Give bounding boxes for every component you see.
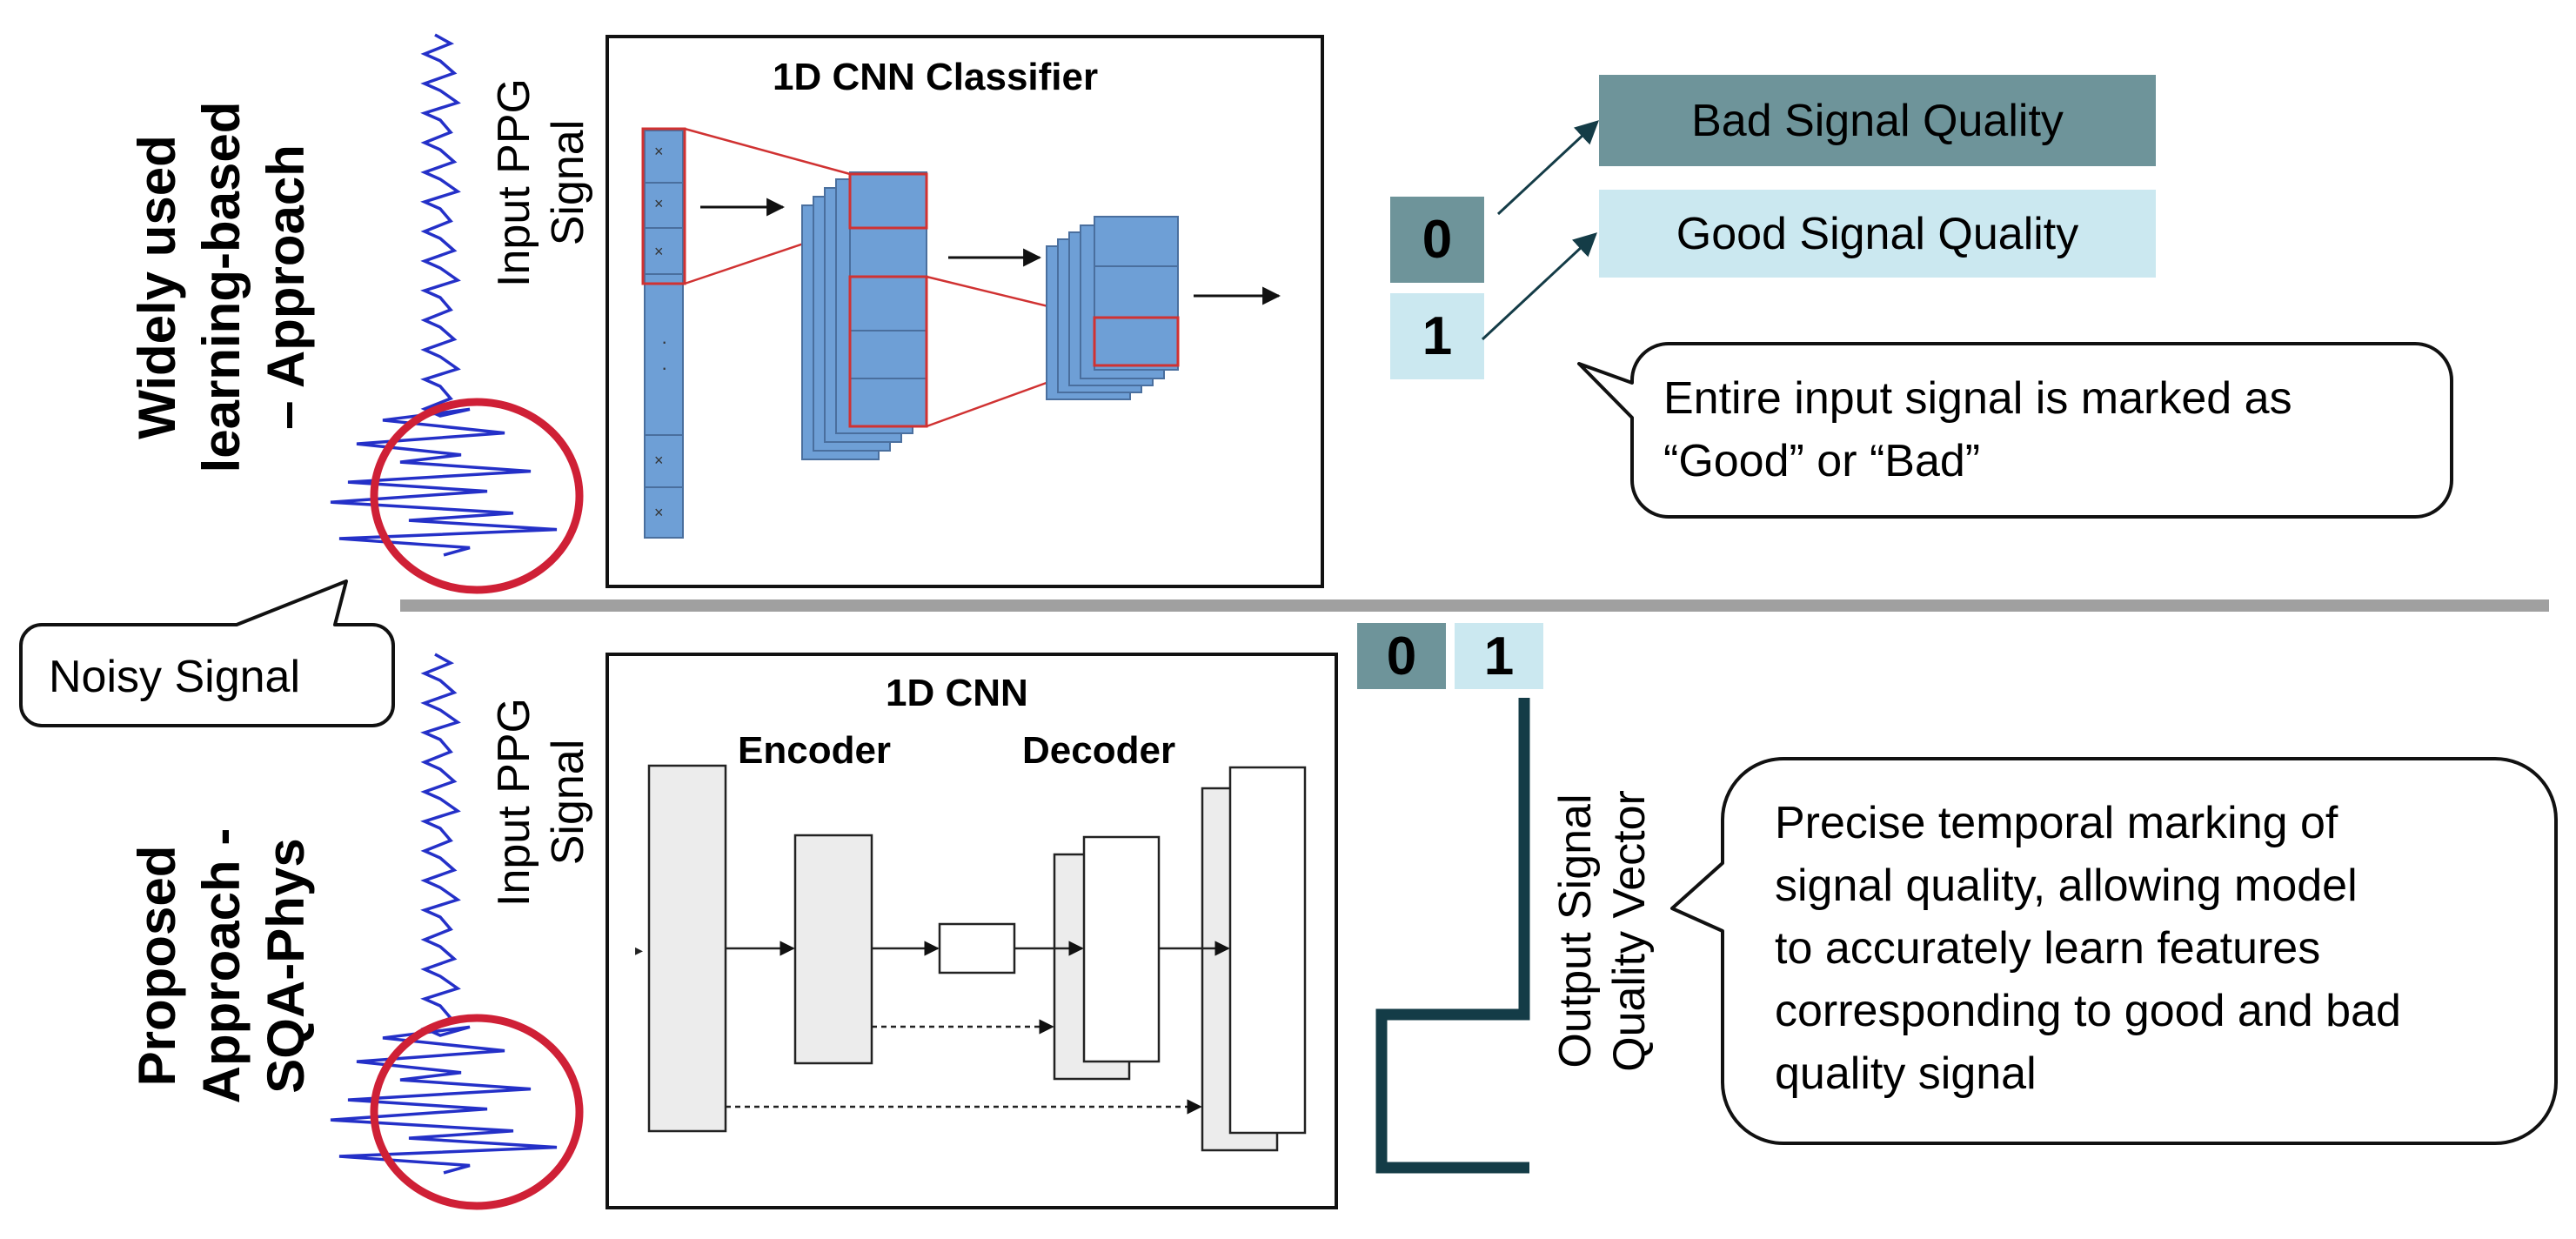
ppg-signal-bottom — [330, 653, 558, 1175]
svg-text:×: × — [654, 243, 664, 260]
map-arrow-bad — [1496, 120, 1599, 216]
noisy-signal-label: Noisy Signal — [49, 652, 301, 702]
bit-1-bottom-text: 1 — [1483, 626, 1515, 686]
good-quality-label: Good Signal Quality — [1676, 208, 2079, 259]
encoder-decoder-blocks: ▸ — [635, 764, 1307, 1152]
noisy-segment-highlight-bottom — [370, 1014, 584, 1210]
bottom-callout-bubble — [1670, 757, 2558, 1145]
svg-text:▸: ▸ — [635, 941, 643, 959]
top-callout-line-2: “Good” or “Bad” — [1663, 436, 1981, 486]
bit-0-bottom-text: 0 — [1386, 626, 1417, 686]
ppg-signal-top — [330, 33, 558, 557]
bottom-callout-line-2: signal quality, allowing model — [1775, 861, 2358, 911]
cnn-input-column: × × × × × · · — [644, 130, 684, 539]
svg-text:·: · — [661, 331, 667, 352]
bit-0-top-text: 0 — [1422, 210, 1453, 270]
decoder-label: Decoder — [1022, 729, 1176, 772]
encoder-decoder-title: 1D CNN — [886, 672, 1028, 714]
svg-text:×: × — [654, 504, 664, 521]
svg-text:×: × — [654, 452, 664, 469]
bad-quality-box — [1599, 75, 2156, 166]
bit-0-top — [1390, 197, 1484, 283]
top-signal-line-2: Signal — [543, 119, 593, 246]
bottom-callout-text: Precise temporal marking of signal quali… — [1775, 792, 2401, 1105]
top-approach-label: Widely used learning-based – Approach — [125, 70, 318, 505]
bit-1-bottom — [1455, 623, 1543, 689]
noisy-segment-highlight-top — [370, 398, 584, 594]
receptive-field-1 — [641, 127, 686, 285]
svg-text:·: · — [661, 357, 667, 378]
output-vector-line-1: Output Signal — [1550, 794, 1601, 1068]
bottom-signal-line-1: Input PPG — [489, 698, 539, 907]
output-vector-line-2: Quality Vector — [1604, 790, 1655, 1072]
good-quality-box — [1599, 190, 2156, 278]
encoder-label: Encoder — [738, 729, 892, 772]
bottom-approach-label: Proposed Approach - SQA-Phys — [125, 748, 318, 1183]
feature-map-stack-2 — [1046, 216, 1179, 400]
top-callout-bubble — [1577, 342, 2453, 519]
bottom-approach-line-1: Proposed — [128, 845, 186, 1087]
feature-map-stack-1 — [801, 171, 927, 460]
bit-0-bottom — [1357, 623, 1446, 689]
quality-vector-line — [1375, 698, 1530, 1174]
noisy-signal-bubble — [19, 579, 395, 727]
bottom-signal-line-2: Signal — [543, 739, 593, 866]
bottom-callout-line-3: to accurately learn features — [1775, 923, 2321, 974]
map-arrow-good — [1481, 232, 1597, 341]
top-approach-line-3: – Approach — [257, 144, 315, 430]
top-callout-line-1: Entire input signal is marked as — [1663, 373, 2292, 424]
bottom-approach-line-3: SQA-Phys — [257, 838, 315, 1094]
bad-quality-label: Bad Signal Quality — [1691, 95, 2064, 146]
cnn-classifier-title: 1D CNN Classifier — [773, 56, 1099, 98]
bit-1-top-text: 1 — [1422, 306, 1453, 366]
bottom-callout-line-4: corresponding to good and bad — [1775, 986, 2401, 1036]
output-vector-label: Output Signal Quality Vector — [1549, 740, 1656, 1122]
svg-text:×: × — [654, 195, 664, 212]
top-approach-line-1: Widely used — [128, 135, 186, 439]
bottom-approach-line-2: Approach - — [192, 827, 251, 1104]
bottom-callout-line-1: Precise temporal marking of — [1775, 798, 2338, 848]
top-approach-line-2: learning-based — [192, 101, 251, 473]
bottom-signal-label: Input PPG Signal — [487, 672, 595, 933]
bottom-callout-line-5: quality signal — [1775, 1048, 2037, 1099]
cnn-classifier-frame — [606, 35, 1324, 588]
top-signal-label: Input PPG Signal — [487, 52, 595, 313]
top-callout-text: Entire input signal is marked as “Good” … — [1663, 367, 2292, 492]
top-signal-line-1: Input PPG — [489, 78, 539, 287]
bit-1-top — [1390, 293, 1484, 379]
svg-text:×: × — [654, 143, 664, 160]
